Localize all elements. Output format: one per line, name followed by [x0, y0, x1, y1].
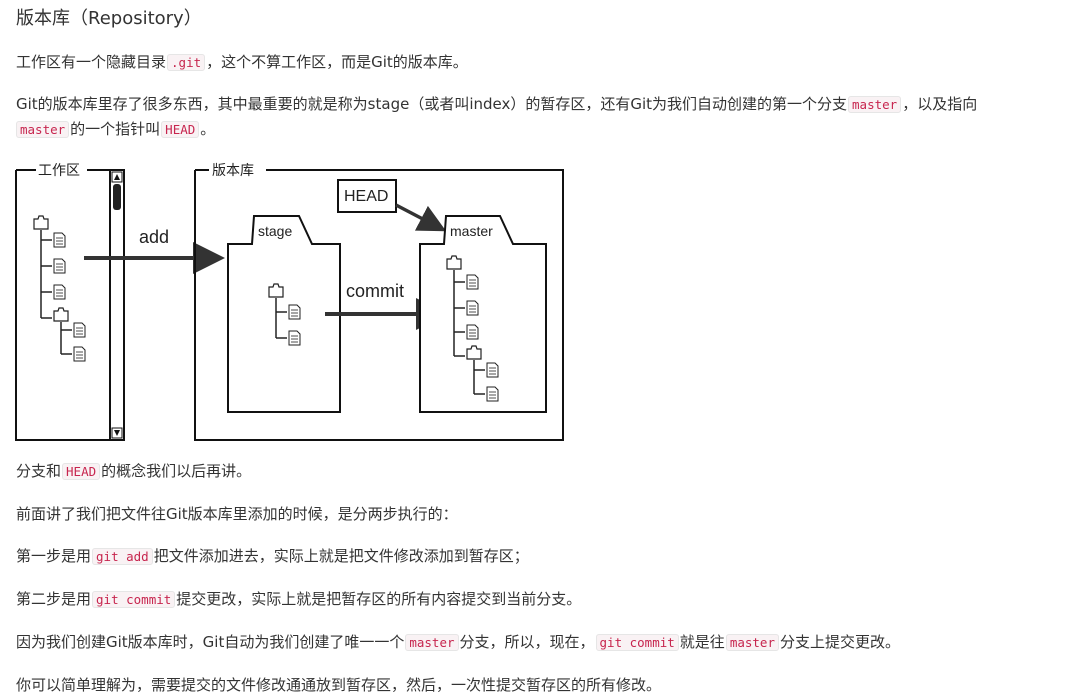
file-icon: [288, 330, 301, 346]
repository-frame: [194, 169, 564, 441]
inline-code: HEAD: [62, 463, 101, 480]
inline-code: .git: [167, 54, 206, 71]
text: 的一个指针叫: [70, 120, 161, 138]
text: 的概念我们以后再讲。: [101, 462, 252, 480]
file-icon: [73, 346, 86, 362]
paragraph-repository: Git的版本库里存了很多东西，其中最重要的就是称为stage（或者叫index）…: [16, 92, 977, 142]
file-icon: [73, 322, 86, 338]
stage-file-tree: [268, 283, 301, 346]
inline-code: git add: [92, 548, 153, 565]
text: 提交更改，实际上就是把暂存区的所有内容提交到当前分支。: [176, 590, 582, 608]
file-icon: [53, 284, 66, 300]
section-heading: 版本库（Repository）: [16, 8, 202, 29]
inline-code: git commit: [595, 634, 679, 651]
file-icon: [53, 232, 66, 248]
text: 因为我们创建Git版本库时，Git自动为我们创建了唯一一个: [16, 633, 405, 651]
file-icon: [466, 274, 479, 290]
text: 把文件添加进去，实际上就是把文件修改添加到暂存区；: [153, 547, 529, 565]
text: ，这个不算工作区，而是Git的版本库。: [206, 53, 468, 71]
text: 就是往: [679, 633, 725, 651]
paragraph-two-steps: 前面讲了我们把文件往Git版本库里添加的时候，是分两步执行的：: [16, 505, 458, 523]
git-repository-diagram: 工作区 ad: [15, 162, 564, 441]
workspace-file-tree: [33, 215, 86, 362]
head-label: HEAD: [344, 188, 388, 205]
head-pointer-arrow: [395, 203, 447, 232]
master-label: master: [450, 223, 493, 239]
file-icon: [486, 362, 499, 378]
master-file-tree: [446, 255, 499, 402]
commit-label: commit: [346, 281, 404, 301]
text: 工作区有一个隐藏目录: [16, 53, 167, 71]
repository-label: 版本库: [212, 162, 254, 178]
paragraph-summary: 你可以简单理解为，需要提交的文件修改通通放到暂存区，然后，一次性提交暂存区的所有…: [16, 676, 662, 694]
text: Git的版本库里存了很多东西，其中最重要的就是称为stage（或者叫index）…: [16, 95, 848, 113]
file-icon: [486, 386, 499, 402]
head-box: [337, 179, 397, 213]
inline-code: master: [848, 96, 902, 113]
file-icon: [53, 258, 66, 274]
folder-icon: [53, 307, 69, 322]
file-icon: [288, 304, 301, 320]
inline-code: master: [405, 634, 459, 651]
workspace-label: 工作区: [38, 162, 80, 178]
file-icon: [466, 300, 479, 316]
stage-area: [227, 215, 341, 413]
text: 分支，所以，现在，: [459, 633, 595, 651]
scrollbar[interactable]: [109, 169, 125, 441]
paragraph-workspace: 工作区有一个隐藏目录.git，这个不算工作区，而是Git的版本库。: [16, 50, 468, 75]
file-icon: [466, 324, 479, 340]
stage-label: stage: [258, 223, 292, 239]
text: 。: [200, 120, 216, 138]
workspace-frame: [15, 169, 125, 441]
text: 分支和: [16, 462, 62, 480]
text: 第二步是用: [16, 590, 92, 608]
add-label: add: [139, 227, 169, 247]
inline-code: git commit: [92, 591, 176, 608]
folder-icon: [33, 215, 49, 230]
inline-code: master: [725, 634, 779, 651]
text: ，以及指向: [902, 95, 978, 113]
master-branch: [419, 215, 547, 413]
text: 分支上提交更改。: [779, 633, 900, 651]
inline-code: HEAD: [161, 121, 200, 138]
inline-code: master: [16, 121, 70, 138]
scrollbar-thumb: [113, 184, 121, 210]
text: 第一步是用: [16, 547, 92, 565]
